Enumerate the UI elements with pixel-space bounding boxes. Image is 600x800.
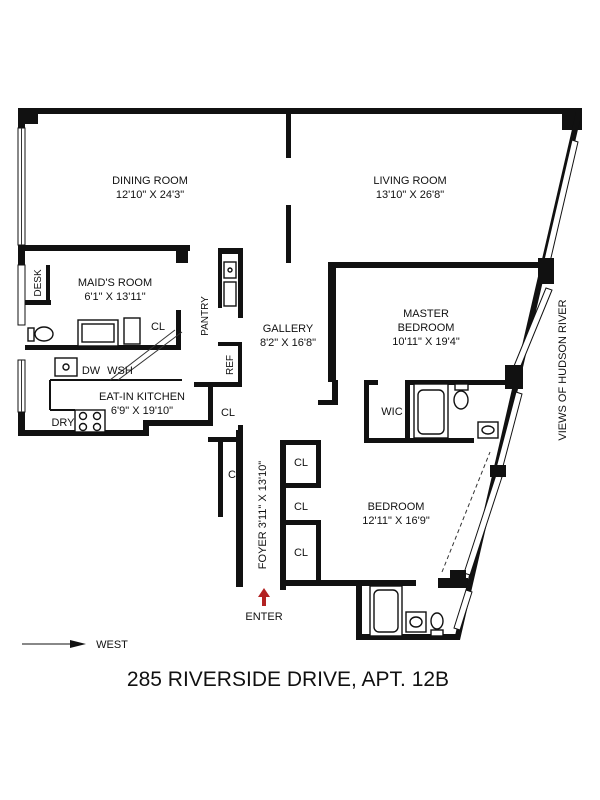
master-bedroom-dims: 10'11" X 19'4" bbox=[392, 336, 460, 348]
dining-room-name: DINING ROOM bbox=[112, 175, 188, 187]
kitchen-counter bbox=[49, 329, 183, 411]
kitchen-dims: 6'9" X 19'10" bbox=[111, 405, 173, 417]
exterior-walls bbox=[18, 108, 582, 640]
left-windows bbox=[17, 127, 26, 413]
closet-label-kitchen: CL bbox=[221, 407, 235, 419]
dry-label: DRY bbox=[51, 417, 75, 429]
west-arrow-icon bbox=[22, 640, 86, 648]
foyer-label: FOYER 3'11" X 13'10" bbox=[257, 461, 269, 570]
right-diagonal-wall bbox=[450, 112, 582, 640]
closet-label-2: CL bbox=[294, 501, 308, 513]
wic-label: WIC bbox=[381, 406, 402, 418]
closet-label-3: CL bbox=[294, 547, 308, 559]
gallery-name: GALLERY bbox=[263, 323, 314, 335]
pantry-label: PANTRY bbox=[200, 296, 211, 336]
bedroom-dims: 12'11" X 16'9" bbox=[362, 515, 430, 527]
dining-room-dims: 12'10" X 24'3" bbox=[116, 189, 184, 201]
interior-walls bbox=[25, 114, 538, 590]
maids-room-name: MAID'S ROOM bbox=[78, 277, 152, 289]
kitchen-name: EAT-IN KITCHEN bbox=[99, 391, 185, 403]
enter-label: ENTER bbox=[245, 611, 282, 623]
views-label: VIEWS OF HUDSON RIVER bbox=[557, 299, 569, 440]
ref-label: REF bbox=[225, 355, 236, 375]
west-label: WEST bbox=[96, 639, 128, 651]
closet-label-1: CL bbox=[294, 457, 308, 469]
closet-label-foyer: CL bbox=[228, 469, 242, 481]
enter-arrow-icon bbox=[258, 588, 270, 606]
fixtures bbox=[27, 261, 499, 637]
bedroom-name: BEDROOM bbox=[368, 501, 425, 513]
desk-label: DESK bbox=[33, 269, 44, 297]
closet-label-maid: CL bbox=[151, 321, 165, 333]
gallery-dims: 8'2" X 16'8" bbox=[260, 337, 316, 349]
maids-room-dims: 6'1" X 13'11" bbox=[84, 291, 145, 303]
living-room-dims: 13'10" X 26'8" bbox=[376, 189, 444, 201]
master-bedroom-line1: MASTER bbox=[403, 308, 449, 320]
master-bedroom-line2: BEDROOM bbox=[398, 322, 455, 334]
dw-label: DW bbox=[82, 365, 101, 377]
address-caption: 285 RIVERSIDE DRIVE, APT. 12B bbox=[127, 668, 449, 691]
wsh-label: WSH bbox=[107, 365, 133, 377]
living-room-name: LIVING ROOM bbox=[373, 175, 446, 187]
